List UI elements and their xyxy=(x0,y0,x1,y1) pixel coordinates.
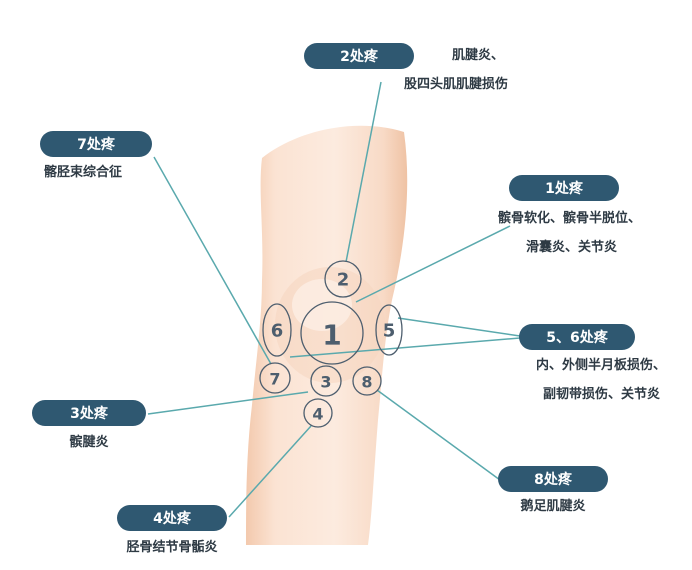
pill-4: 4处疼 xyxy=(117,505,227,531)
desc-56-line-2: 副韧带损伤、关节炎 xyxy=(542,387,660,402)
pill-2: 2处疼 xyxy=(304,43,414,69)
marker-7-circle xyxy=(259,362,291,394)
leader-line-3 xyxy=(147,391,309,415)
marker-8-circle xyxy=(352,366,382,396)
desc-8-line-1: 鹅足肌腱炎 xyxy=(520,499,586,514)
marker-1-label: 1 xyxy=(322,319,341,352)
pill-7: 7处疼 xyxy=(40,131,152,157)
desc-56-line-1: 内、外侧半月板损伤、 xyxy=(535,358,666,373)
marker-6-label: 6 xyxy=(271,321,284,342)
desc-1-line-2: 滑囊炎、关节炎 xyxy=(525,240,617,255)
leader-line-2 xyxy=(345,81,382,263)
marker-4-label: 4 xyxy=(312,405,323,424)
desc-3-line-1: 髌腱炎 xyxy=(69,435,109,450)
desc-7-line-1: 髂胫束综合征 xyxy=(44,165,123,180)
desc-4-line-1: 胫骨结节骨骺炎 xyxy=(126,540,218,555)
marker-7-label: 7 xyxy=(269,370,280,389)
marker-2-label: 2 xyxy=(337,270,350,291)
kneecap-highlight xyxy=(292,279,352,331)
marker-3-label: 3 xyxy=(320,373,331,392)
marker-5-ellipse xyxy=(375,304,403,356)
marker-2-circle xyxy=(324,260,362,298)
marker-1-circle xyxy=(300,301,364,365)
pill-3: 3处疼 xyxy=(32,400,146,426)
leader-line-4 xyxy=(228,425,312,518)
leader-line-6 xyxy=(289,337,521,358)
marker-5-label: 5 xyxy=(383,321,396,342)
desc-2-line-1: 肌腱炎、 xyxy=(452,48,505,63)
leader-line-8 xyxy=(376,389,501,481)
pill-8: 8处疼 xyxy=(498,466,608,492)
marker-3-circle xyxy=(310,365,342,397)
desc-2-line-2: 股四头肌肌腱损伤 xyxy=(404,77,509,92)
leader-line-5 xyxy=(397,317,521,337)
leader-line-1 xyxy=(355,225,511,303)
marker-6-ellipse xyxy=(262,303,292,357)
marker-4-circle xyxy=(303,398,333,428)
leader-line-7 xyxy=(153,156,272,365)
pill-56: 5、6处疼 xyxy=(519,324,635,350)
pill-1: 1处疼 xyxy=(509,175,619,201)
marker-8-label: 8 xyxy=(361,373,372,392)
desc-1-line-1: 髌骨软化、髌骨半脱位、 xyxy=(497,211,641,226)
